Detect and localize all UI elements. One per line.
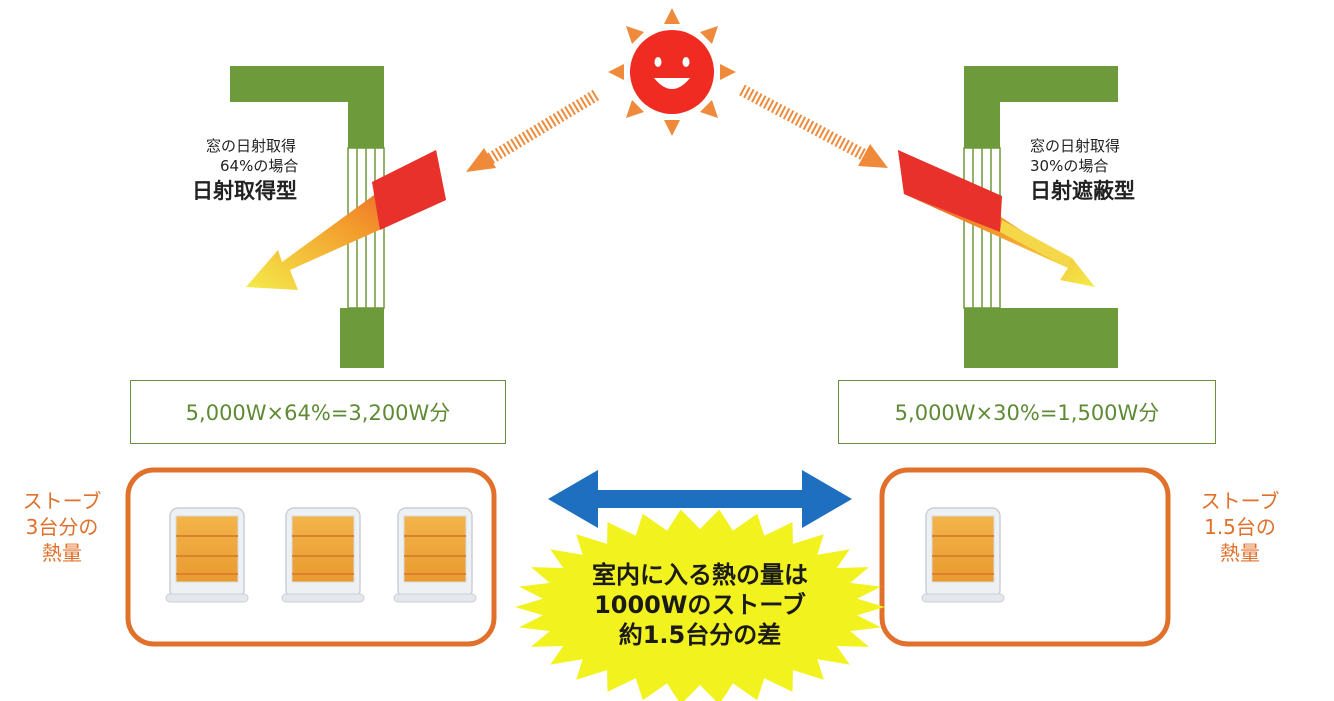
difference-text-line: 約1.5台分の差 (618, 621, 782, 649)
left-type-label: 日射取得型 (192, 179, 297, 203)
difference-text: 室内に入る熱の量は 1000Wのストーブ 約1.5台分の差 (540, 560, 860, 650)
left-gain-label-line1: 窓の日射取得 (206, 137, 297, 155)
stove-icon (281, 507, 365, 603)
comparison-double-arrow (548, 470, 852, 528)
difference-burst (515, 509, 885, 701)
stove-icon (921, 507, 1005, 603)
right-stove-label-line: 1.5台の (1204, 515, 1276, 539)
sun-ray-right (739, 84, 888, 168)
difference-text-line: 室内に入る熱の量は (592, 561, 808, 589)
sun-ray-left (466, 89, 600, 172)
left-stove-label-line: ストーブ (22, 489, 102, 513)
right-window-wall (963, 66, 1118, 368)
right-gain-label-line2: 30%の場合 (1030, 157, 1109, 175)
left-stove-label-line: 熱量 (42, 541, 82, 565)
right-stove-label-line: ストーブ (1200, 489, 1280, 513)
left-calc-box: 5,000W×64%=3,200W分 (130, 380, 506, 444)
right-gain-label-line1: 窓の日射取得 (1030, 137, 1121, 155)
left-gain-label-line2: 64%の場合 (220, 157, 299, 175)
right-type-label: 日射遮蔽型 (1030, 179, 1135, 203)
left-stove-label-line: 3台分の (25, 515, 99, 539)
stove-icon (165, 507, 249, 603)
sun-icon (608, 8, 736, 136)
right-heat-arrow (898, 150, 1095, 287)
stove-icon (393, 507, 477, 603)
right-stove-box (879, 467, 1171, 647)
difference-text-line: 1000Wのストーブ (594, 591, 806, 619)
right-calc-box: 5,000W×30%=1,500W分 (838, 380, 1216, 444)
right-stove-label-line: 熱量 (1220, 541, 1260, 565)
right-stove-label: ストーブ 1.5台の 熱量 (1190, 488, 1290, 566)
left-heat-arrow (246, 150, 446, 290)
left-stove-label: ストーブ 3台分の 熱量 (14, 488, 110, 566)
